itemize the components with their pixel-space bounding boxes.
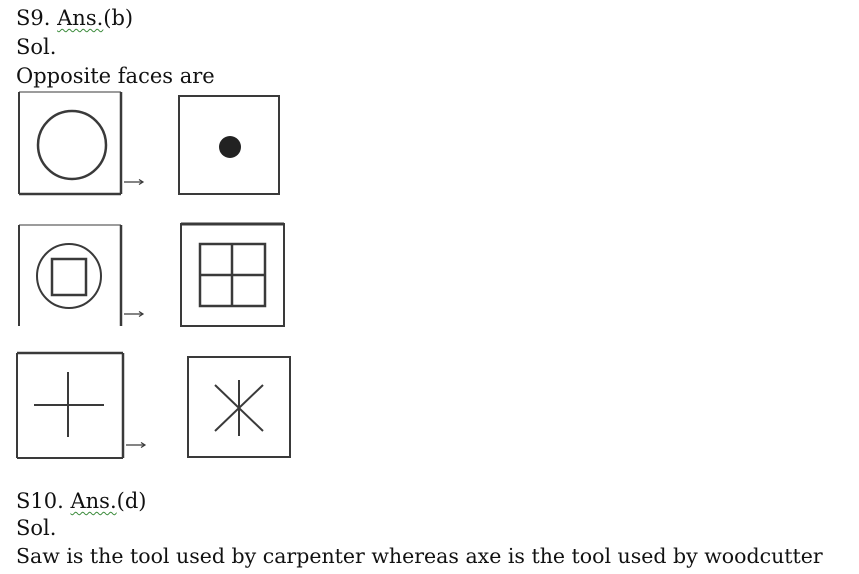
s10-sol-label: Sol.: [16, 516, 57, 540]
face-four-pane-grid: [180, 222, 285, 327]
large-circle-icon: [36, 109, 108, 181]
s10-statement: Saw is the tool used by carpenter wherea…: [16, 544, 823, 568]
s9-answer-line: S9. Ans.(b): [16, 5, 133, 31]
arrow-head-icon: [138, 178, 145, 186]
filled-dot-icon: [219, 136, 241, 158]
s10-ans-value: (d): [116, 489, 147, 513]
arrow-head-icon: [138, 310, 145, 318]
s10-ans-word: Ans.: [70, 489, 117, 513]
s9-ans-value: (b): [103, 6, 134, 30]
face-square-in-circle: [18, 224, 123, 326]
s10-number: S10.: [16, 489, 64, 513]
face-plus-cross: [16, 351, 125, 459]
s9-statement: Opposite faces are: [16, 64, 215, 88]
face-filled-dot: [178, 95, 280, 195]
s9-sol-label: Sol.: [16, 35, 57, 59]
s9-ans-word: Ans.: [57, 6, 104, 30]
inner-square-icon: [50, 257, 88, 297]
face-large-circle: [18, 91, 123, 196]
face-asterisk-star: [187, 356, 291, 458]
s10-answer-line: S10. Ans.(d): [16, 488, 146, 514]
arrow-head-icon: [140, 441, 147, 449]
s9-number: S9.: [16, 6, 51, 30]
asterisk-icon: [214, 380, 264, 436]
outer-circle-icon: [36, 243, 102, 309]
